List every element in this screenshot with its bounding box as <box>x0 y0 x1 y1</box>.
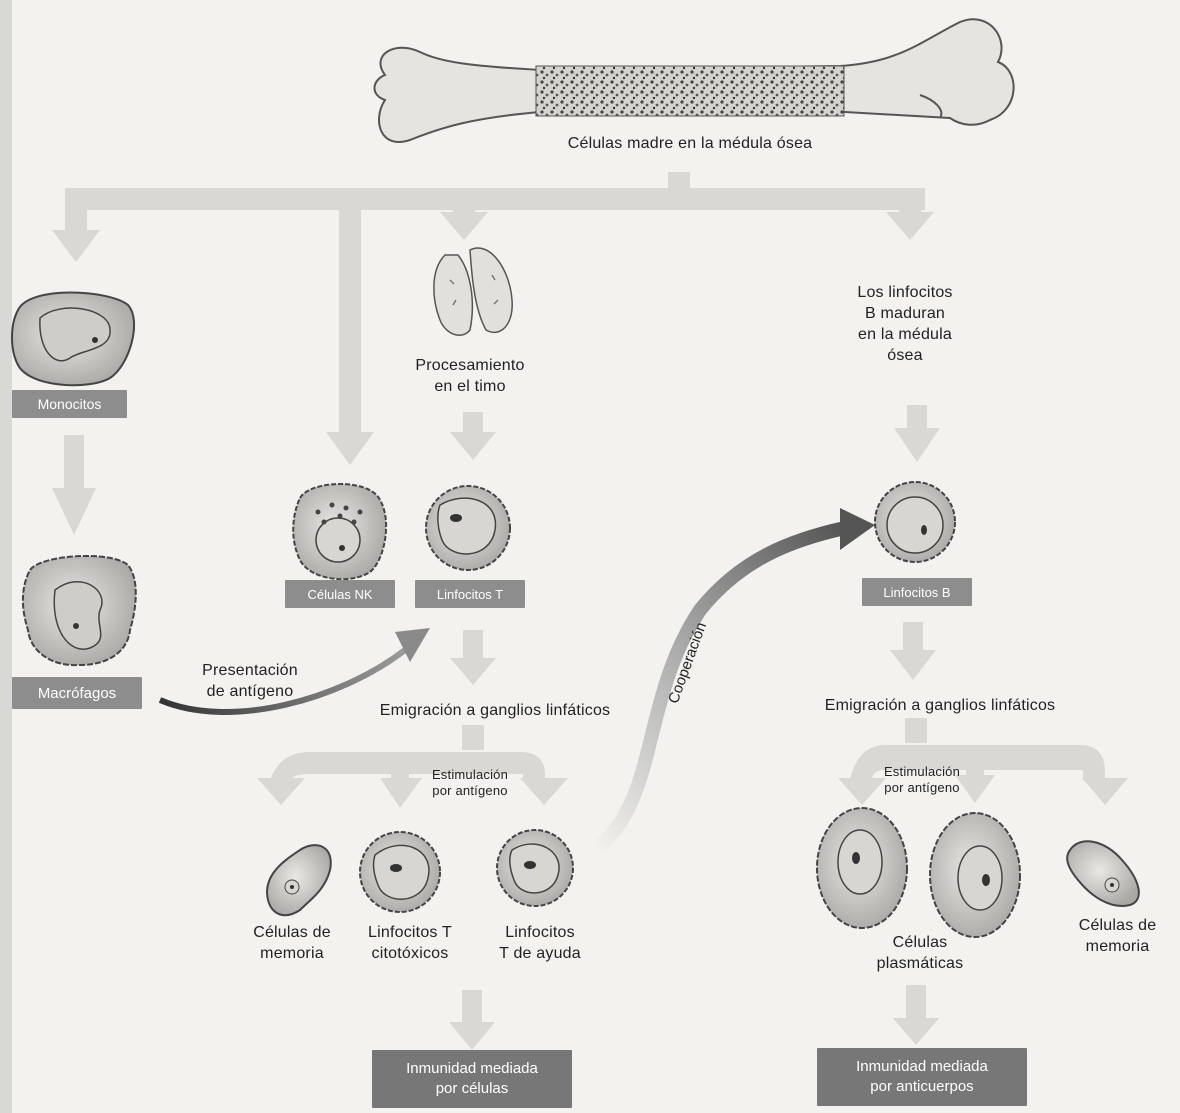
plasma-cell-2 <box>930 813 1020 937</box>
b-maturation-label: Los linfocitos B maduran en la médula ós… <box>835 282 975 366</box>
cell-mediated-box: Inmunidad mediada por células <box>372 1050 572 1108</box>
t-lymphocytes-label: Linfocitos T <box>437 587 503 602</box>
nk-label: Células NK <box>307 587 372 602</box>
t-stimulation-label: Estimulación por antígeno <box>405 767 535 799</box>
antibody-mediated-box: Inmunidad mediada por anticuerpos <box>817 1048 1027 1106</box>
macrofagos-box: Macrófagos <box>12 677 142 709</box>
cytotoxic-t-cell <box>360 832 440 912</box>
b-stimulation-label: Estimulación por antígeno <box>862 764 982 796</box>
monocyte-cell <box>12 293 134 386</box>
b-lymphocytes-box: Linfocitos B <box>862 578 972 606</box>
bone-illustration <box>374 19 1013 142</box>
bone-marrow-label: Células madre en la médula ósea <box>520 133 860 154</box>
nk-box: Células NK <box>285 580 395 608</box>
cooperation-arrow <box>595 528 845 850</box>
t-emigration-label: Emigración a ganglios linfáticos <box>345 700 645 721</box>
t-memory-cell <box>267 845 331 915</box>
b-lymphocytes-label: Linfocitos B <box>883 585 950 600</box>
monocitos-label: Monocitos <box>38 396 102 412</box>
cytotoxic-label: Linfocitos T citotóxicos <box>350 922 470 964</box>
monocitos-box: Monocitos <box>12 390 127 418</box>
plasma-label: Células plasmáticas <box>860 932 980 974</box>
b-lymphocyte-cell <box>875 482 955 562</box>
nk-cell <box>293 484 386 579</box>
b-memory-label: Células de memoria <box>1060 915 1175 957</box>
b-memory-cell <box>1067 841 1139 906</box>
thymus-illustration <box>434 248 512 335</box>
macrofagos-label: Macrófagos <box>38 685 116 702</box>
b-emigration-label: Emigración a ganglios linfáticos <box>790 695 1090 716</box>
helper-label: Linfocitos T de ayuda <box>480 922 600 964</box>
plasma-cell-1 <box>817 808 907 928</box>
thymus-label: Procesamiento en el timo <box>395 355 545 397</box>
macrophage-cell <box>23 556 136 665</box>
cooperation-arrowhead <box>840 508 875 550</box>
antigen-presentation-label: Presentación de antígeno <box>180 660 320 702</box>
cell-mediated-label: Inmunidad mediada por células <box>406 1059 538 1099</box>
t-memory-label: Células de memoria <box>232 922 352 964</box>
antibody-mediated-label: Inmunidad mediada por anticuerpos <box>856 1057 988 1097</box>
t-lymphocyte-cell <box>426 486 510 570</box>
helper-t-cell <box>497 830 573 906</box>
t-lymphocytes-box: Linfocitos T <box>415 580 525 608</box>
